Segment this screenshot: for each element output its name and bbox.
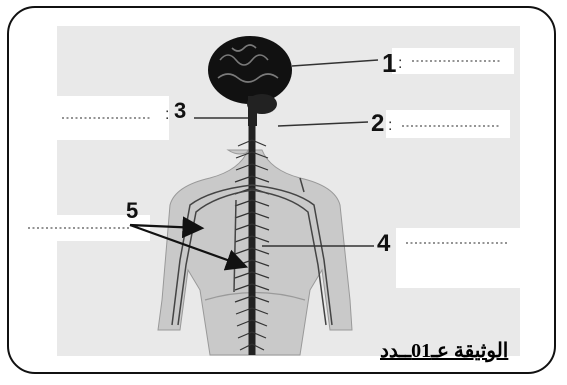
- blank-box-4: [396, 228, 520, 288]
- brain: [208, 36, 292, 104]
- label-colon-1: :: [398, 55, 402, 73]
- brainstem: [248, 96, 257, 126]
- label-number-2: 2: [371, 110, 384, 138]
- label-number-4: 4: [377, 230, 390, 258]
- label-number-1: 1: [382, 48, 396, 79]
- label-colon-3: :: [165, 106, 169, 124]
- label-number-3: 3: [174, 98, 186, 124]
- blank-box-2: [386, 110, 510, 138]
- label-number-5: 5: [126, 198, 138, 224]
- label-colon-2: :: [388, 117, 392, 135]
- document-caption: الوثيقة عـ01ــدد: [380, 338, 508, 363]
